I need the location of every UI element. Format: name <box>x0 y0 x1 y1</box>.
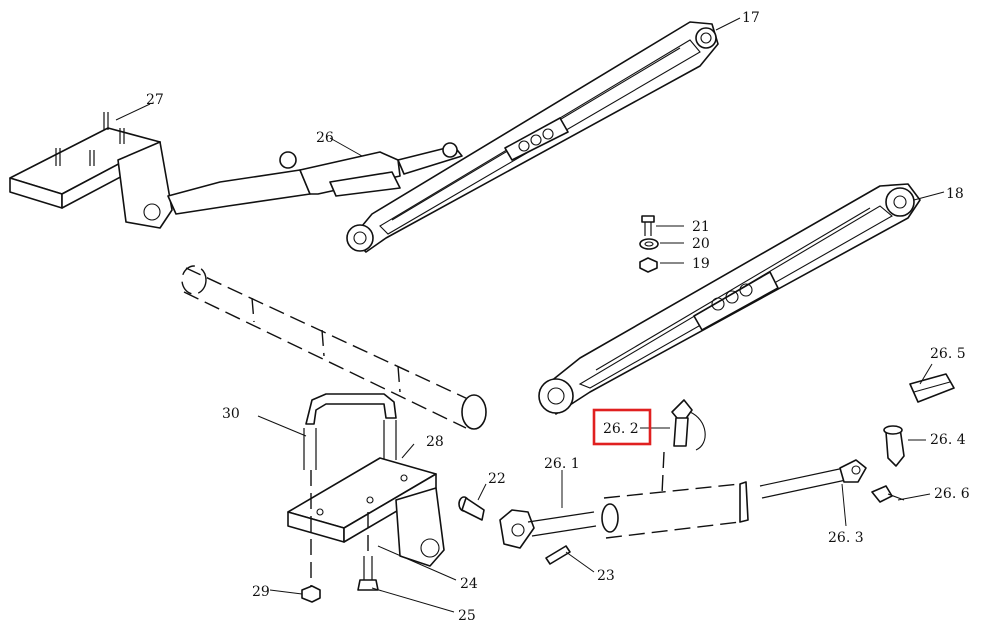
callout-17: 17 <box>742 10 760 26</box>
nut-29 <box>301 470 321 603</box>
callout-labels: 17 18 19 20 21 22 23 24 25 26 26. 1 26. … <box>146 10 970 624</box>
callout-26-1: 26. 1 <box>544 456 580 472</box>
cotter-23 <box>545 545 571 565</box>
callout-26: 26 <box>316 130 334 146</box>
leader-lines <box>115 17 945 613</box>
callout-26-5: 26. 5 <box>930 346 966 362</box>
callout-22: 22 <box>488 471 506 487</box>
callout-24: 24 <box>460 576 478 592</box>
nut-19 <box>639 257 658 273</box>
top-link-lower <box>499 459 867 549</box>
top-link-upper <box>167 142 463 215</box>
mounting-bracket <box>9 112 173 229</box>
lift-arm-lower <box>538 183 921 415</box>
callout-30: 30 <box>222 406 240 422</box>
callout-18: 18 <box>946 186 964 202</box>
clip-26-5 <box>909 373 955 403</box>
cross-shaft-dashed <box>181 265 487 430</box>
pin-26-4 <box>883 425 905 467</box>
callout-26-6: 26. 6 <box>934 486 970 502</box>
pin-22 <box>458 496 485 521</box>
callout-29: 29 <box>252 584 270 600</box>
callout-25: 25 <box>458 608 476 624</box>
callout-20: 20 <box>692 236 710 252</box>
callout-26-3: 26. 3 <box>828 530 864 546</box>
pin-26-2 <box>661 399 706 495</box>
callout-21: 21 <box>692 219 710 235</box>
bolt-21 <box>641 215 655 236</box>
highlight-box-26-2 <box>592 408 652 446</box>
washer-20 <box>639 238 659 250</box>
callout-28: 28 <box>426 434 444 450</box>
lift-arm-upper <box>346 21 719 253</box>
callout-23: 23 <box>597 568 615 584</box>
callout-19: 19 <box>692 256 710 272</box>
callout-26-2: 26. 2 <box>603 421 639 437</box>
callout-26-4: 26. 4 <box>930 432 966 448</box>
lower-bracket <box>287 457 445 567</box>
callout-27: 27 <box>146 92 164 108</box>
